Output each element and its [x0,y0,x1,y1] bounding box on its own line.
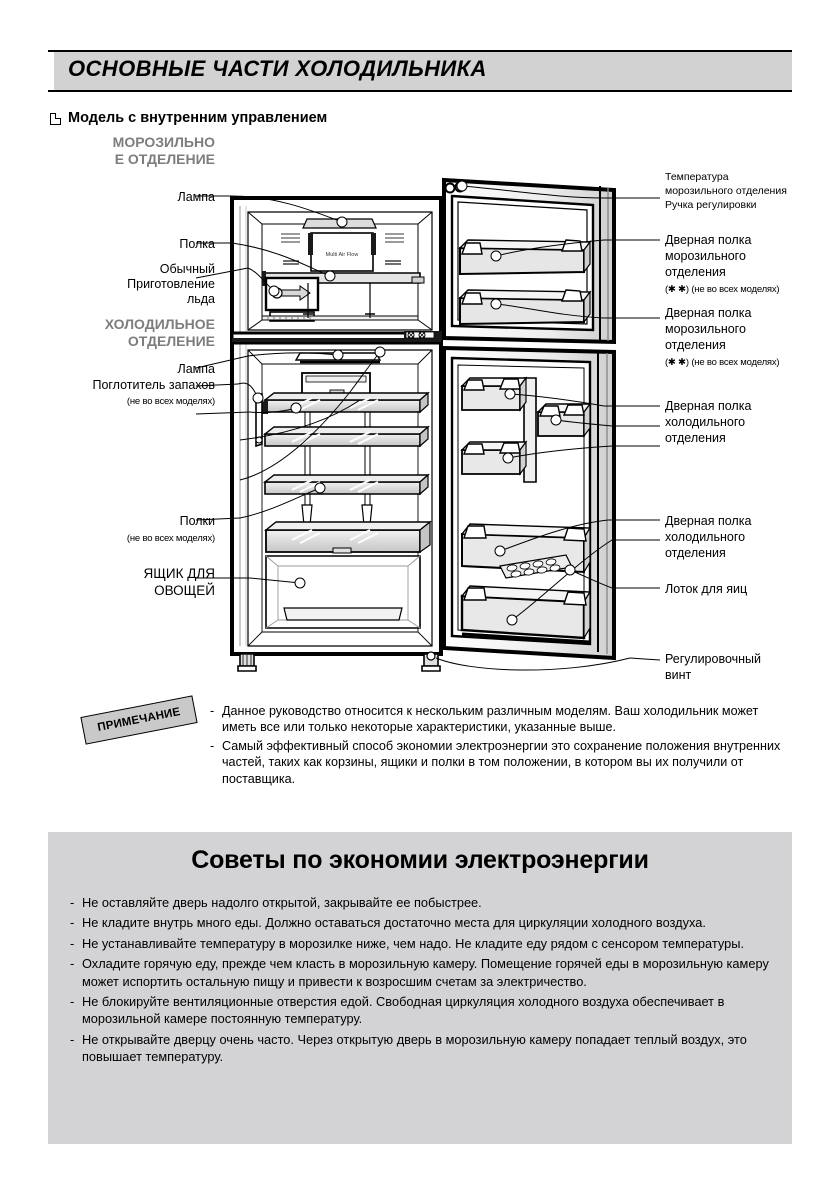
note-item-text: Самый эффективный способ экономии электр… [222,738,781,786]
energy-saving-tips-panel: Советы по экономии электроэнергии - Не о… [48,832,792,1144]
page-title: ОСНОВНЫЕ ЧАСТИ ХОЛОДИЛЬНИКА [68,56,487,81]
note-item: - Данное руководство относится к несколь… [210,703,790,736]
label-lamp-fridge: Лампа [177,362,215,376]
label-egg-tray: Лоток для яиц [665,582,748,596]
tips-item-text: Не устанавливайте температуру в морозилк… [82,935,744,951]
subheading-label: Модель с внутренним управлением [68,110,328,126]
note-list: - Данное руководство относится к несколь… [210,703,790,789]
bullet-square-icon [50,113,61,125]
note-stamp-label: ПРИМЕЧАНИЕ [96,706,182,734]
tips-item: - Не открывайте дверцу очень часто. Чере… [70,1031,776,1066]
label-shelves-note: (не во всех моделях) [126,533,215,544]
page-header: ОСНОВНЫЕ ЧАСТИ ХОЛОДИЛЬНИКА [48,50,792,92]
tips-item: - Не блокируйте вентиляционные отверстия… [70,993,776,1028]
label-temp-knob: Температура морозильного отделения Ручка… [665,171,787,211]
header-bar [54,52,792,90]
label-fridge-section: ХОЛОДИЛЬНОЕ ОТДЕЛЕНИЕ [104,316,215,349]
tips-item: - Охладите горячую еду, прежде чем класт… [70,955,776,990]
label-freezer-door-shelf-1: Дверная полка морозильного отделения [665,233,752,279]
label-freezer-door-shelf-2: Дверная полка морозильного отделения [665,306,752,352]
tips-item-text: Не открывайте дверцу очень часто. Через … [82,1031,747,1065]
tips-dash: - [70,935,75,951]
tips-item-text: Не кладите внутрь много еды. Должно оста… [82,915,706,931]
note-stamp: ПРИМЕЧАНИЕ [80,695,198,745]
subheading: Модель с внутренним управлением [50,110,327,126]
tips-title: Советы по экономии электроэнергии [191,846,649,874]
label-freezer-door-shelf-2-note: (✱ ✱) (не во всех моделях) [665,357,780,368]
header-rule-top [48,50,792,52]
note-dash: - [210,704,215,718]
note-dash: - [210,738,215,753]
label-freezer-door-shelf-1-note: (✱ ✱) (не во всех моделях) [665,284,780,295]
header-rule-bottom [48,90,792,92]
label-vegetable-box: ЯЩИК ДЛЯ ОВОЩЕЙ [143,566,215,598]
tips-list: - Не оставляйте дверь надолго открытой, … [70,894,776,1069]
label-deodorizer: Поглотитель запахов [92,378,215,392]
tips-item: - Не кладите внутрь много еды. Должно ос… [70,914,776,931]
tips-item-text: Охладите горячую еду, прежде чем класть … [82,956,769,989]
label-shelf-freezer: Полка [179,237,215,251]
label-deodorizer-note: (не во всех моделях) [126,396,215,407]
label-freezer-section: МОРОЗИЛЬНО Е ОТДЕЛЕНИЕ [112,134,215,167]
tips-item: - Не устанавливайте температуру в морози… [70,935,776,952]
note-item-text: Данное руководство относится к нескольки… [222,704,759,735]
tips-dash: - [70,994,75,1010]
svg-text:Multi Air Flow: Multi Air Flow [326,252,359,258]
tips-dash: - [70,895,75,910]
label-lamp-freezer: Лампа [177,190,215,204]
label-adjusting-screw: Регулировочный винт [665,652,762,682]
label-shelves: Полки [179,514,215,528]
label-ice-maker: Обычный Приготовление льда [127,262,215,306]
tips-dash: - [70,956,75,972]
tips-dash: - [70,1031,75,1047]
label-fridge-door-shelf-2: Дверная полка холодильного отделения [665,514,752,560]
label-fridge-door-shelf-1: Дверная полка холодильного отделения [665,399,752,445]
note-item: - Самый эффективный способ экономии элек… [210,738,790,787]
tips-dash: - [70,915,75,931]
tips-item: - Не оставляйте дверь надолго открытой, … [70,894,776,911]
tips-item-text: Не оставляйте дверь надолго открытой, за… [82,895,482,910]
tips-item-text: Не блокируйте вентиляционные отверстия е… [82,994,725,1027]
